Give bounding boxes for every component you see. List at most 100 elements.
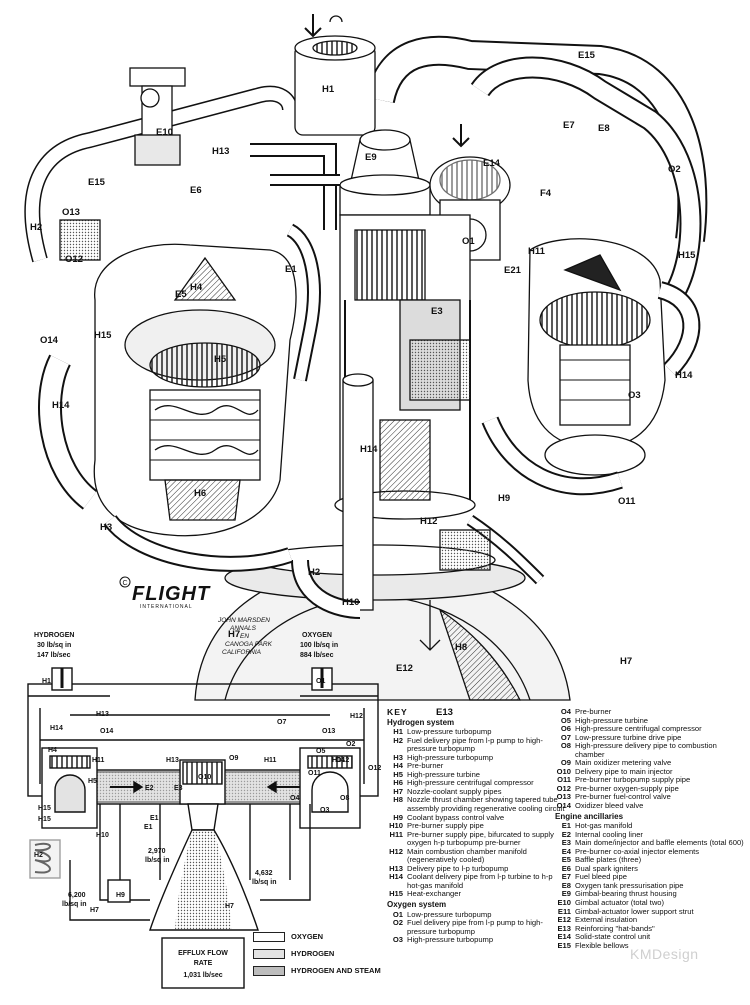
callout-label: E21 — [504, 265, 522, 276]
callout-label: H15 — [38, 805, 51, 812]
cutaway-drawing — [24, 14, 708, 701]
key-desc: High-pressure turbine — [575, 715, 649, 725]
fluid-legend: OXYGEN HYDROGEN HYDROGEN AND STEAM — [253, 928, 383, 979]
callout-label: H13 — [96, 711, 109, 718]
callout-label: O8 — [340, 795, 349, 802]
key-column-1: KEY Hydrogen system H1 Low-pressure turbo… — [387, 708, 565, 945]
key-desc: Reinforcing "hat-bands" — [575, 923, 655, 933]
oxygen-flow-label: OXYGEN 100 lb/sq in 884 lb/sec — [300, 632, 338, 659]
callout-label: E2 — [145, 785, 154, 792]
callout-label: O13 — [62, 207, 80, 218]
svg-text:884 lb/sec: 884 lb/sec — [300, 652, 334, 659]
key-desc: Dual spark igniters — [575, 863, 638, 873]
key-code: H8 — [393, 795, 403, 805]
callout-label: E1 — [150, 815, 159, 822]
key-code: H12 — [389, 846, 403, 856]
callout-label: H14 — [675, 370, 693, 381]
callout-label: E7 — [563, 120, 575, 131]
callout-label: H3 — [100, 522, 112, 533]
callout-label: E10 — [156, 127, 173, 138]
callout-label: O14 — [100, 728, 113, 735]
key-desc: Pre-burner supply pipe — [407, 821, 484, 831]
key-code: O3 — [392, 935, 403, 945]
key-code: E7 — [561, 872, 571, 882]
key-desc: Low-pressure turbopump — [407, 727, 492, 737]
key-code: H10 — [389, 821, 403, 831]
callout-label: E12 — [396, 663, 413, 674]
callout-label: H13 — [166, 757, 179, 764]
callout-label: H5 — [88, 778, 97, 785]
callout-label: O12 — [368, 765, 381, 772]
legend-label: HYDROGEN AND STEAM — [291, 966, 381, 975]
callout-label: H10 — [342, 597, 359, 608]
hydrogen-system-heading: Hydrogen system — [387, 717, 455, 727]
callout-label: H11 — [264, 757, 277, 764]
key-desc: External insulation — [575, 915, 638, 925]
callout-label: H1 — [42, 678, 51, 685]
key-code: H1 — [393, 727, 403, 737]
svg-text:147 lb/sec: 147 lb/sec — [37, 652, 71, 659]
callout-label: O11 — [308, 770, 321, 777]
callout-label: E9 — [365, 152, 377, 163]
callout-label: E3 — [174, 785, 183, 792]
key-desc: High-pressure centrifugal compressor — [575, 724, 702, 734]
callout-label: H6 — [194, 488, 206, 499]
callout-label: E3 — [431, 306, 443, 317]
key-code: O12 — [556, 783, 571, 793]
key-code: E11 — [557, 906, 571, 916]
key-desc: Gimbal-actuator lower support strut — [575, 906, 694, 916]
legend-swatch-oxygen — [253, 931, 285, 942]
key-code: E2 — [561, 829, 571, 839]
callout-label: H15 — [678, 250, 696, 261]
key-code: O2 — [392, 918, 403, 928]
callout-label: H14 — [360, 444, 378, 455]
key-desc: Gimbal-bearing thrust housing — [575, 889, 677, 899]
key-desc: High-pressure turbopump — [407, 752, 494, 762]
key-desc: Low-pressure turbine drive pipe — [575, 732, 682, 742]
key-code: E6 — [561, 863, 571, 873]
callout-label: H13 — [212, 146, 229, 157]
callout-label: E1 — [285, 264, 297, 275]
key-desc: High-pressure turbopump — [407, 935, 494, 945]
key-code: O7 — [560, 732, 571, 742]
svg-text:100 lb/sq in: 100 lb/sq in — [300, 642, 338, 649]
key-desc: Fuel delivery pipe from l-p pump to high… — [407, 918, 543, 936]
key-desc: Oxygen tank pressurisation pipe — [575, 880, 684, 890]
key-desc: Pre-burner fuel-control valve — [575, 792, 671, 802]
key-title: KEY — [387, 707, 408, 717]
svg-text:lb/sq in: lb/sq in — [252, 879, 277, 886]
callout-label: O10 — [198, 774, 211, 781]
callout-label: E6 — [190, 185, 202, 196]
callout-label: H12 — [420, 516, 437, 527]
key-desc: Heat-exchanger — [407, 889, 462, 899]
engine-ancillaries-heading: Engine ancillaries — [555, 811, 624, 821]
brand-name: FLIGHT — [132, 583, 211, 605]
callout-label: H5 — [214, 354, 227, 365]
callout-label: O11 — [618, 496, 636, 507]
callout-label: O1 — [462, 236, 475, 247]
callout-label: H9 — [498, 493, 510, 504]
svg-text:C: C — [123, 580, 128, 587]
callout-label: H7 — [228, 629, 240, 640]
key-desc: Main dome/injector and baffle elements (… — [575, 838, 744, 848]
callout-label: E8 — [598, 123, 610, 134]
svg-text:4,632: 4,632 — [255, 870, 273, 877]
